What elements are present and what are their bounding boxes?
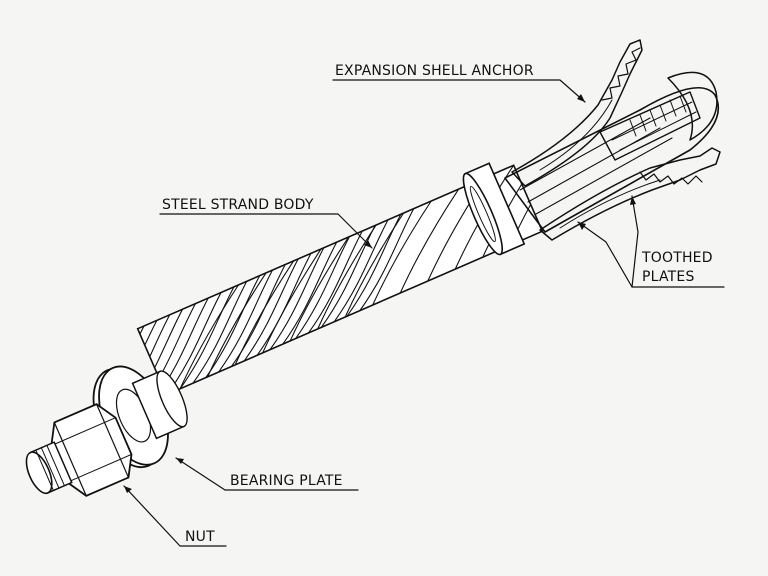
strand-wire xyxy=(372,200,432,306)
strand-wire xyxy=(282,241,338,345)
strand-wire xyxy=(320,224,376,328)
label-expansion-shell-anchor: EXPANSION SHELL ANCHOR xyxy=(335,63,534,79)
strand-wire xyxy=(205,275,261,379)
label-toothed-plates-line2: PLATES xyxy=(642,269,695,285)
strand-wire xyxy=(256,252,312,356)
toothed-plate-upper xyxy=(511,39,643,187)
leader-lines xyxy=(123,79,725,547)
label-toothed-plates-line1: TOOTHED xyxy=(641,250,713,266)
strand-wire xyxy=(192,280,248,384)
strand-wire xyxy=(317,224,377,330)
expansion-shell xyxy=(504,71,720,233)
strand-wire xyxy=(243,258,299,362)
strand-wire xyxy=(307,230,363,334)
strand-wire xyxy=(289,236,350,342)
strand-wire xyxy=(333,219,389,323)
strand-wire xyxy=(137,308,184,395)
strand-wire xyxy=(137,319,158,395)
nut xyxy=(25,403,133,497)
label-steel-strand-body: STEEL STRAND BODY xyxy=(162,197,314,213)
strand-wire xyxy=(295,236,351,340)
strand-wire xyxy=(399,188,460,294)
strand-wire xyxy=(359,208,415,312)
label-bearing-plate: BEARING PLATE xyxy=(230,473,343,489)
toothed-plate-lower xyxy=(539,147,721,241)
steel-strand-body xyxy=(136,164,544,396)
strand-wire xyxy=(218,269,274,373)
strand-wire xyxy=(179,286,235,390)
strand-wire xyxy=(207,272,267,378)
strand-wire xyxy=(234,260,295,366)
strand-wire xyxy=(179,284,240,390)
label-nut: NUT xyxy=(185,529,215,545)
strand-wire xyxy=(262,248,322,354)
anchor-collar xyxy=(462,162,526,256)
strand-wire xyxy=(344,212,405,318)
strand-wire xyxy=(269,247,325,351)
